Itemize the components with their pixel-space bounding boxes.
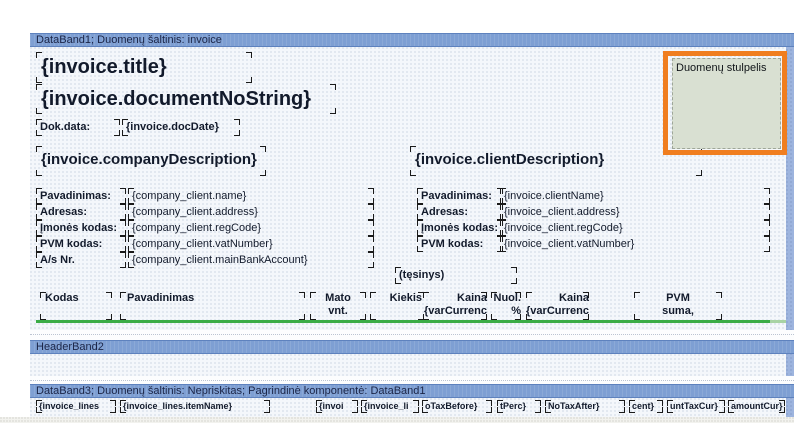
band-header-databand1[interactable]: DataBand1; Duomenų šaltinis: invoice: [30, 33, 794, 47]
col-label-2: vnt.: [328, 305, 348, 317]
col-label: Pavadinimas: [127, 292, 195, 304]
field-amount-no-tax-after[interactable]: NoTaxAfter}: [545, 400, 625, 413]
field-invoice-lines-3[interactable]: {invoice_li: [361, 400, 419, 413]
field-invoice-document-no[interactable]: {invoice.documentNoString}: [36, 84, 336, 114]
field-company-vat[interactable]: {company_client.vatNumber}: [128, 236, 374, 252]
field-amount-no-tax-before[interactable]: oTaxBefore}: [422, 400, 492, 413]
field-client-description[interactable]: {invoice.clientDescription}: [410, 146, 702, 176]
field-company-bank[interactable]: {company_client.mainBankAccount}: [128, 252, 374, 268]
label-doc-date[interactable]: Dok.data:: [36, 119, 120, 136]
field-client-vat[interactable]: {invoice_client.vatNumber}: [500, 236, 770, 252]
band-gap-2: [30, 376, 794, 384]
data-column-panel[interactable]: Duomenų stulpelis: [672, 58, 781, 149]
label-client-address[interactable]: Adresas:: [417, 204, 503, 220]
label-company-vat[interactable]: PVM kodas:: [36, 236, 126, 252]
page-right-edge: [786, 33, 794, 423]
headerband2-content: [30, 354, 786, 376]
band-gap-1: [30, 330, 794, 340]
label-client-name[interactable]: Pavadinimas:: [417, 188, 503, 204]
highlight-rectangle: [663, 51, 787, 155]
table-col-pavadinimas[interactable]: Pavadinimas: [120, 292, 305, 320]
col-label-2: suma,: [662, 305, 694, 317]
label-company-bank[interactable]: A/s Nr.: [36, 252, 126, 268]
table-col-mato-vnt[interactable]: Mato vnt.: [310, 292, 366, 320]
table-col-pvm-suma[interactable]: PVM suma,: [634, 292, 722, 320]
label-client-regcode[interactable]: Įmonės kodas:: [417, 220, 503, 236]
band-header-databand3[interactable]: DataBand3; Duomenų šaltinis: Nepriskitas…: [30, 384, 794, 398]
field-invoice-title[interactable]: {invoice.title}: [36, 52, 252, 83]
band-separator-line: [30, 380, 794, 381]
col-label: Kaina: [457, 292, 487, 304]
field-company-address[interactable]: {company_client.address}: [128, 204, 374, 220]
table-header-underline: [36, 320, 770, 323]
table-col-kodas[interactable]: Kodas: [40, 292, 112, 320]
col-label: Kodas: [45, 292, 79, 304]
table-col-kaina-1[interactable]: Kaina {varCurrenc: [423, 292, 487, 320]
col-label-2: {varCurrenc: [424, 305, 487, 317]
table-col-kiekis[interactable]: Kiekis: [370, 292, 424, 320]
col-label: Mato: [325, 292, 351, 304]
field-doc-date[interactable]: {invoice.docDate}: [122, 119, 240, 136]
label-company-regcode[interactable]: Įmonės kodas:: [36, 220, 126, 236]
table-col-nuolaida[interactable]: Nuol. %: [491, 292, 521, 320]
field-company-name[interactable]: {company_client.name}: [128, 188, 374, 204]
col-label: Kiekis: [389, 292, 422, 304]
field-invoice-lines-2[interactable]: {invoi: [316, 400, 358, 413]
field-invoice-lines-0[interactable]: {invoice_lines: [36, 400, 116, 413]
field-invoice-lines-itemname[interactable]: {invoice_lines.itemName}: [120, 400, 270, 413]
col-label: Kaina: [559, 292, 589, 304]
field-client-regcode[interactable]: {invoice_client.regCode}: [500, 220, 770, 236]
field-discount-perc[interactable]: tPerc}: [497, 400, 541, 413]
band-header-headerband2[interactable]: HeaderBand2: [30, 340, 794, 354]
table-header-underline-tail: [770, 320, 786, 323]
canvas-bottom-edge: [0, 417, 794, 423]
field-continuation-note[interactable]: (tęsinys): [395, 267, 517, 284]
field-company-regcode[interactable]: {company_client.regCode}: [128, 220, 374, 236]
label-client-vat[interactable]: PVM kodas:: [417, 236, 503, 252]
field-client-name[interactable]: {invoice.clientName}: [500, 188, 770, 204]
label-company-address[interactable]: Adresas:: [36, 204, 126, 220]
col-label-2: {varCurrenc: [526, 305, 589, 317]
field-vat-percent[interactable]: cent}: [629, 400, 663, 413]
field-client-address[interactable]: {invoice_client.address}: [500, 204, 770, 220]
field-amount-tax-cur[interactable]: untTaxCur}: [667, 400, 725, 413]
col-label-2: %: [511, 305, 521, 317]
col-label: Nuol.: [493, 292, 522, 304]
field-company-description[interactable]: {invoice.companyDescription}: [36, 146, 266, 176]
col-label: PVM: [666, 292, 690, 304]
band-separator-line: [30, 334, 794, 335]
field-amount-cur[interactable]: amountCur}: [728, 400, 785, 413]
table-col-kaina-2[interactable]: Kaina {varCurrenc: [526, 292, 589, 320]
label-company-name[interactable]: Pavadinimas:: [36, 188, 126, 204]
